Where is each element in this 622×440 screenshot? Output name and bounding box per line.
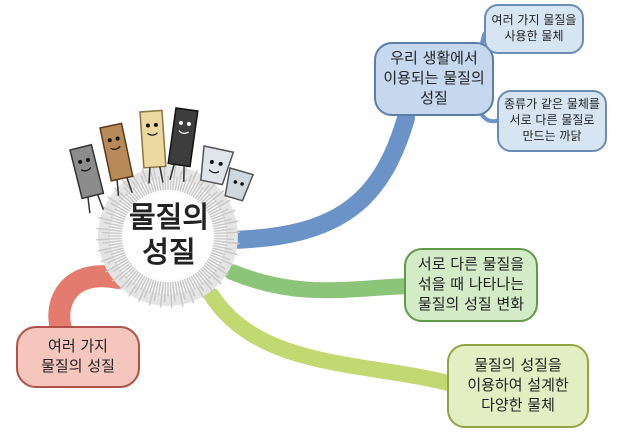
material-characters-illustration [69, 107, 255, 214]
topic-label: 서로 다른 물질을 섞을 때 나타나는 물질의 성질 변화 [417, 255, 525, 313]
topic-label: 여러 가지 물질의 성질 [41, 337, 115, 375]
subtopic-label: 여러 가지 물질을 사용한 물체 [491, 13, 577, 43]
center-topic: 물질의 성질 [128, 199, 210, 269]
topic-properties-used-in-daily-life: 우리 생활에서 이용되는 물질의 성질 [374, 42, 494, 116]
topic-property-change-when-mixing: 서로 다른 물질을 섞을 때 나타나는 물질의 성질 변화 [404, 248, 538, 322]
branch-green1-link [224, 264, 418, 299]
branch-blue-link [219, 109, 415, 249]
topic-various-material-properties: 여러 가지 물질의 성질 [16, 326, 140, 388]
branch-green2-link [204, 288, 460, 392]
topic-designed-objects: 물질의 성질을 이용하여 설계한 다양한 물체 [447, 344, 589, 428]
branch-left-link [48, 265, 129, 343]
topic-label: 우리 생활에서 이용되는 물질의 성질 [383, 49, 485, 107]
topic-label: 물질의 성질을 이용하여 설계한 다양한 물체 [467, 356, 569, 414]
subtopic-label: 종류가 같은 물체를 서로 다른 물질로 만드는 까닭 [504, 97, 600, 143]
center-burst [96, 164, 240, 308]
subtopic-objects-made-of-materials: 여러 가지 물질을 사용한 물체 [484, 4, 584, 54]
subtopic-why-different-materials: 종류가 같은 물체를 서로 다른 물질로 만드는 까닭 [497, 90, 607, 152]
